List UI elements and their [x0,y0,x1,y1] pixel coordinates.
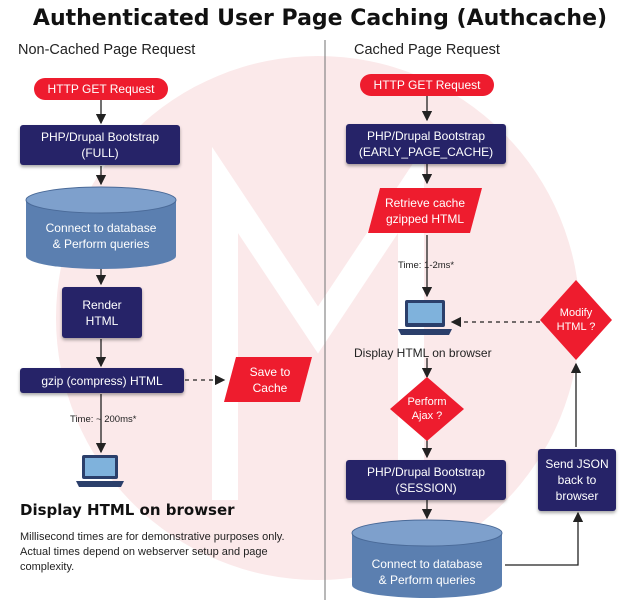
right-db-label: Connect to database & Perform queries [371,557,483,587]
right-column-heading: Cached Page Request [354,42,500,58]
send-json-box: Send JSON back to browser [538,449,616,511]
save-to-cache-label: Save to Cache [249,364,291,395]
retrieve-cache-label: Retrieve cache gzipped HTML [384,195,466,226]
left-http-get-pill: HTTP GET Request [34,78,168,100]
right-bootstrap-session-box: PHP/Drupal Bootstrap (SESSION) [346,460,506,500]
timing-disclaimer-note: Millisecond times are for demonstrative … [20,531,285,573]
save-to-cache-shape [224,357,312,402]
left-time-label: Time: ~ 200ms* [70,414,137,425]
render-html-box: Render HTML [62,287,142,338]
left-laptop-icon [76,455,124,487]
page-title: Authenticated User Page Caching (Authcac… [32,6,608,31]
left-bootstrap-full-box: PHP/Drupal Bootstrap (FULL) [20,125,180,165]
left-column-heading: Non-Cached Page Request [18,42,196,58]
right-db-cylinder [351,519,503,598]
right-bootstrap-early-box: PHP/Drupal Bootstrap (EARLY_PAGE_CACHE) [346,124,506,164]
modify-html-label: Modify HTML ? [556,307,596,333]
left-db-label: Connect to database & Perform queries [45,221,157,251]
perform-ajax-label: Perform Ajax ? [407,396,447,422]
right-http-get-pill: HTTP GET Request [360,74,494,96]
right-laptop-icon [398,300,452,335]
gzip-html-box: gzip (compress) HTML [20,368,184,393]
right-time-label: Time: 1-2ms* [398,260,455,271]
perform-ajax-diamond [390,377,464,441]
retrieve-cache-shape [368,188,482,233]
left-db-cylinder [25,186,177,269]
left-display-html-label: Display HTML on browser [20,501,235,519]
right-display-html-label: Display HTML on browser [354,346,492,360]
modify-html-diamond [540,280,612,360]
